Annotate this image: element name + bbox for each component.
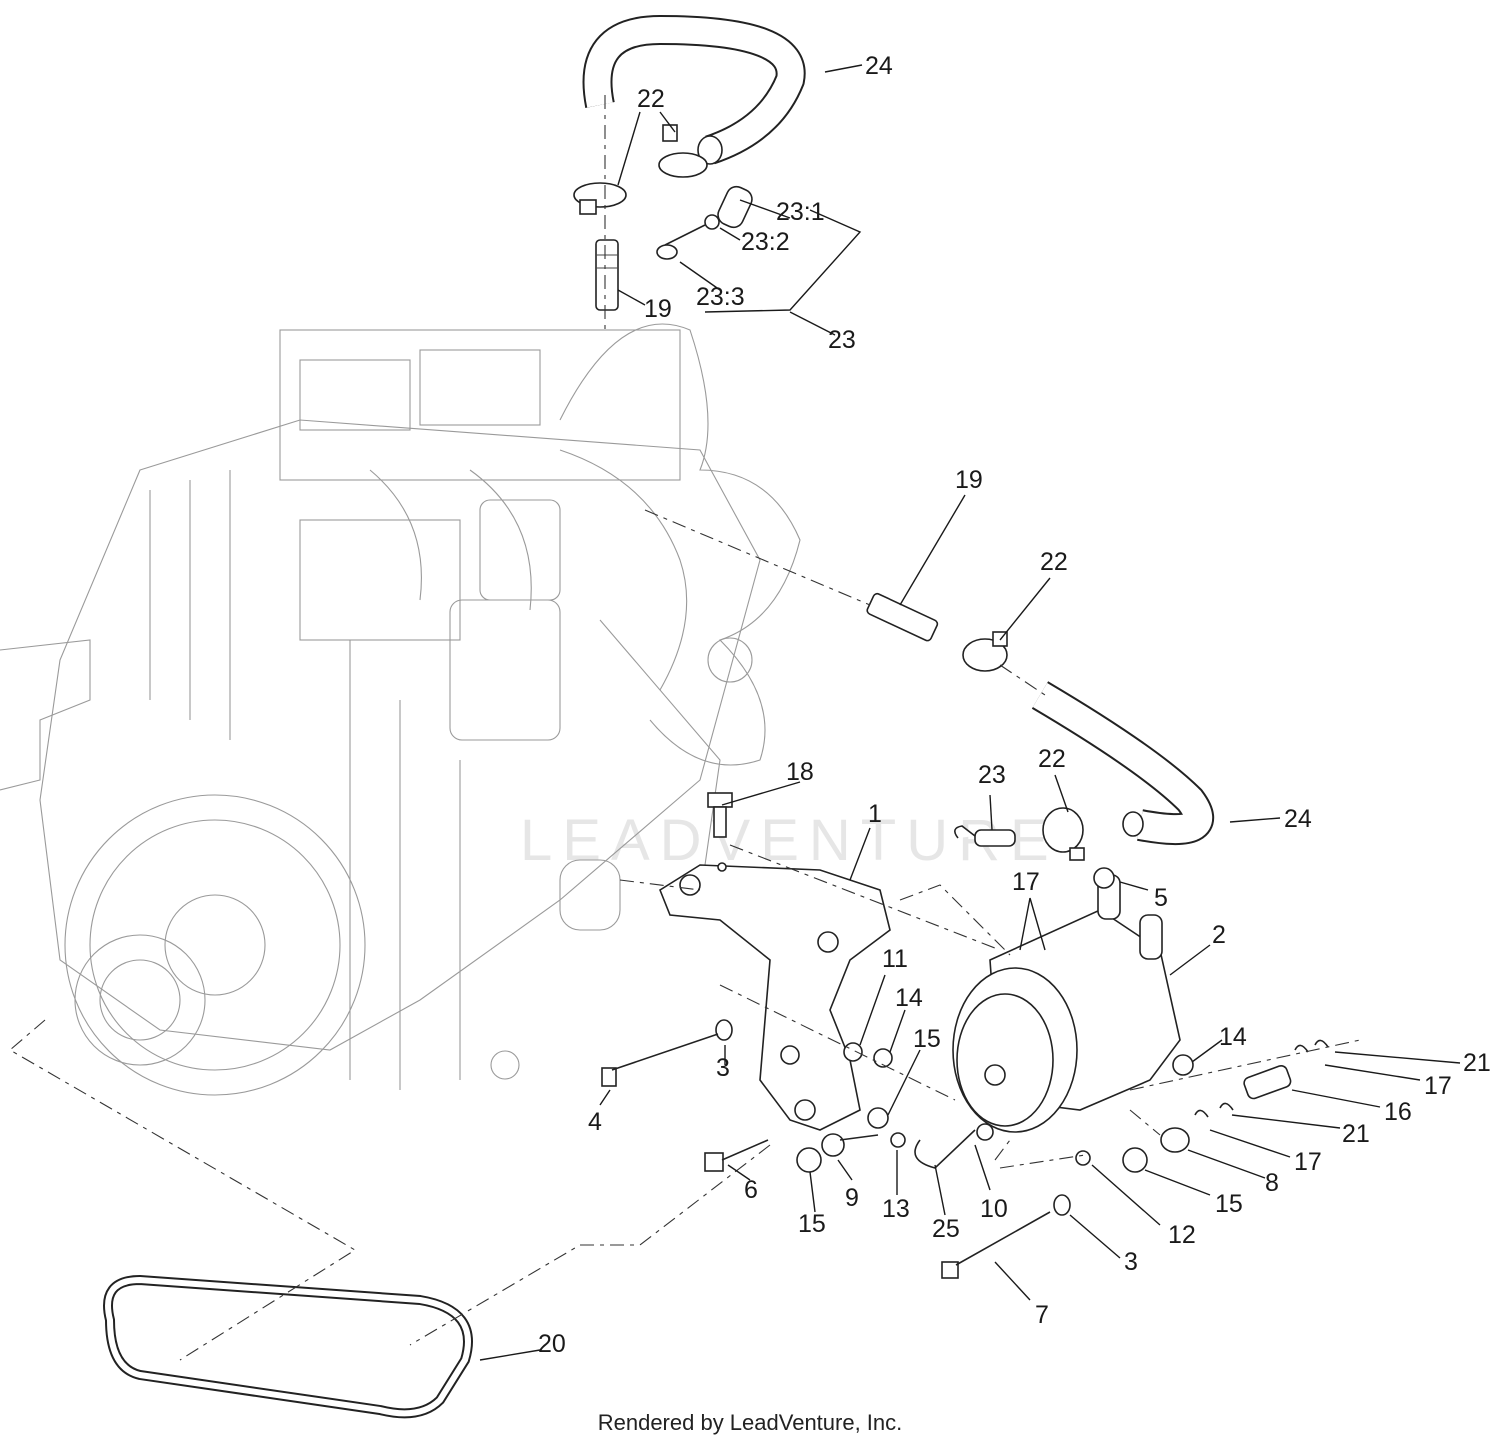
callout-13: 13: [882, 1195, 910, 1223]
hardware-right: [1053, 1039, 1329, 1216]
hardware-left: [601, 1019, 1051, 1279]
callout-22: 22: [1040, 548, 1068, 576]
callout-21: 21: [1342, 1120, 1370, 1148]
callout-22: 22: [637, 85, 665, 113]
callout-6: 6: [744, 1176, 758, 1204]
callout-9: 9: [845, 1184, 859, 1212]
callout-15: 15: [1215, 1190, 1243, 1218]
drive-belt-20: [103, 1274, 473, 1419]
callout-4: 4: [588, 1108, 602, 1136]
fitting-19-mid: [866, 592, 939, 642]
callout-19: 19: [644, 295, 672, 323]
callout-15: 15: [913, 1025, 941, 1053]
drain-23-lower: [954, 825, 1016, 847]
callout-8: 8: [1265, 1169, 1279, 1197]
callout-10: 10: [980, 1195, 1008, 1223]
compressor-2: [952, 867, 1181, 1133]
alignment-lines: [9, 95, 1361, 1361]
callout-23: 23: [828, 326, 856, 354]
callout-16: 16: [1384, 1098, 1412, 1126]
leader-lines: [479, 64, 1461, 1361]
callout-17: 17: [1424, 1072, 1452, 1100]
callout-20: 20: [538, 1330, 566, 1358]
callout-21: 21: [1463, 1049, 1491, 1077]
callout-2: 2: [1212, 921, 1226, 949]
callout-25: 25: [932, 1215, 960, 1243]
upper-hose-24: [582, 14, 806, 165]
callout-11: 11: [882, 945, 908, 973]
callout-24: 24: [865, 52, 893, 80]
callout-18: 18: [786, 758, 814, 786]
callout-17: 17: [1294, 1148, 1322, 1176]
callout-12: 12: [1168, 1221, 1196, 1249]
callout-14: 14: [1219, 1023, 1247, 1051]
fitting-19-upper: [595, 239, 619, 311]
drain-kit-23: [656, 185, 753, 260]
callout-17: 17: [1012, 868, 1040, 896]
clamp-22-lower: [1042, 807, 1085, 861]
callout-23: 23: [978, 761, 1006, 789]
callout-24: 24: [1284, 805, 1312, 833]
bracket-1: [659, 862, 891, 1131]
callout-3: 3: [716, 1054, 730, 1082]
hose-clamp-22: [573, 124, 708, 215]
render-credit: Rendered by LeadVenture, Inc.: [597, 1410, 903, 1435]
callout-7: 7: [1035, 1301, 1049, 1329]
callout-22: 22: [1038, 745, 1066, 773]
callout-23-3: 23:3: [696, 283, 745, 311]
callout-23-2: 23:2: [741, 228, 790, 256]
callout-19: 19: [955, 466, 983, 494]
callout-1: 1: [868, 800, 882, 828]
callout-15: 15: [798, 1210, 826, 1238]
callout-23-1: 23:1: [776, 198, 825, 226]
callout-14: 14: [895, 984, 923, 1012]
engine-block: [0, 323, 801, 1096]
callouts: 24 22 23:1 23:2 23:3 19 23 19 22 18 1 23…: [538, 52, 1491, 1358]
hose-24-mid: [1031, 681, 1214, 846]
callout-5: 5: [1154, 884, 1168, 912]
callout-3: 3: [1124, 1248, 1138, 1276]
